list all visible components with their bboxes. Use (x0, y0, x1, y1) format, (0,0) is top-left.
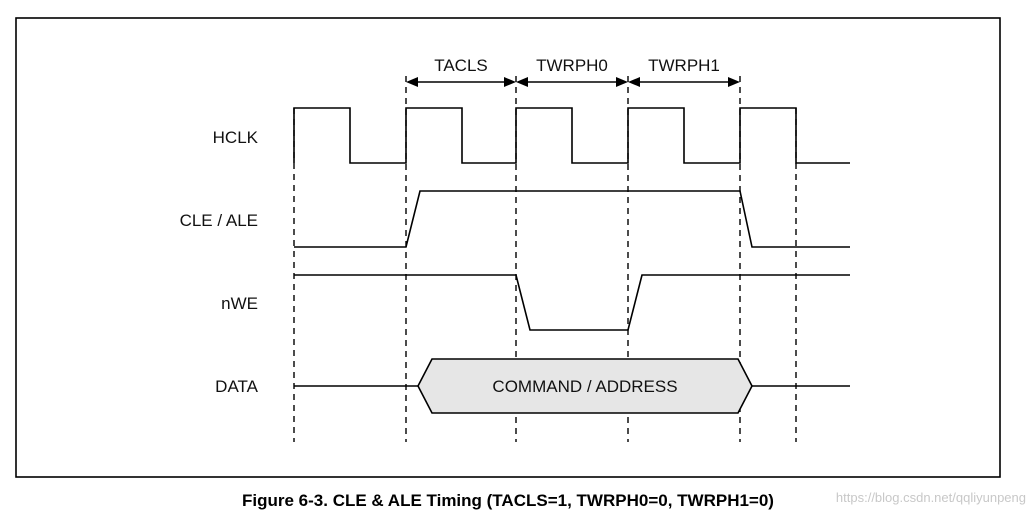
data-signal-label: DATA (215, 377, 258, 396)
hclk-waveform (293, 107, 850, 164)
interval-arrows (406, 77, 740, 87)
watermark-text: https://blog.csdn.net/qqliyunpeng (836, 490, 1026, 505)
twrph0-label: TWRPH0 (536, 56, 608, 75)
nwe-waveform (294, 274, 850, 331)
tacls-label: TACLS (434, 56, 488, 75)
hclk-signal-label: HCLK (213, 128, 259, 147)
twrph1-arrow-left-head (628, 77, 640, 87)
twrph1-label: TWRPH1 (648, 56, 720, 75)
tacls-arrow-left-head (406, 77, 418, 87)
twrph0-arrow-left-head (516, 77, 528, 87)
figure-caption: Figure 6-3. CLE & ALE Timing (TACLS=1, T… (242, 491, 774, 510)
data-bus-value: COMMAND / ADDRESS (492, 377, 677, 396)
nwe-signal-label: nWE (221, 294, 258, 313)
cle-ale-signal-label: CLE / ALE (180, 211, 258, 230)
twrph1-arrow-right-head (728, 77, 740, 87)
twrph0-arrow-right-head (616, 77, 628, 87)
cle-ale-waveform (294, 190, 850, 248)
tacls-arrow-right-head (504, 77, 516, 87)
